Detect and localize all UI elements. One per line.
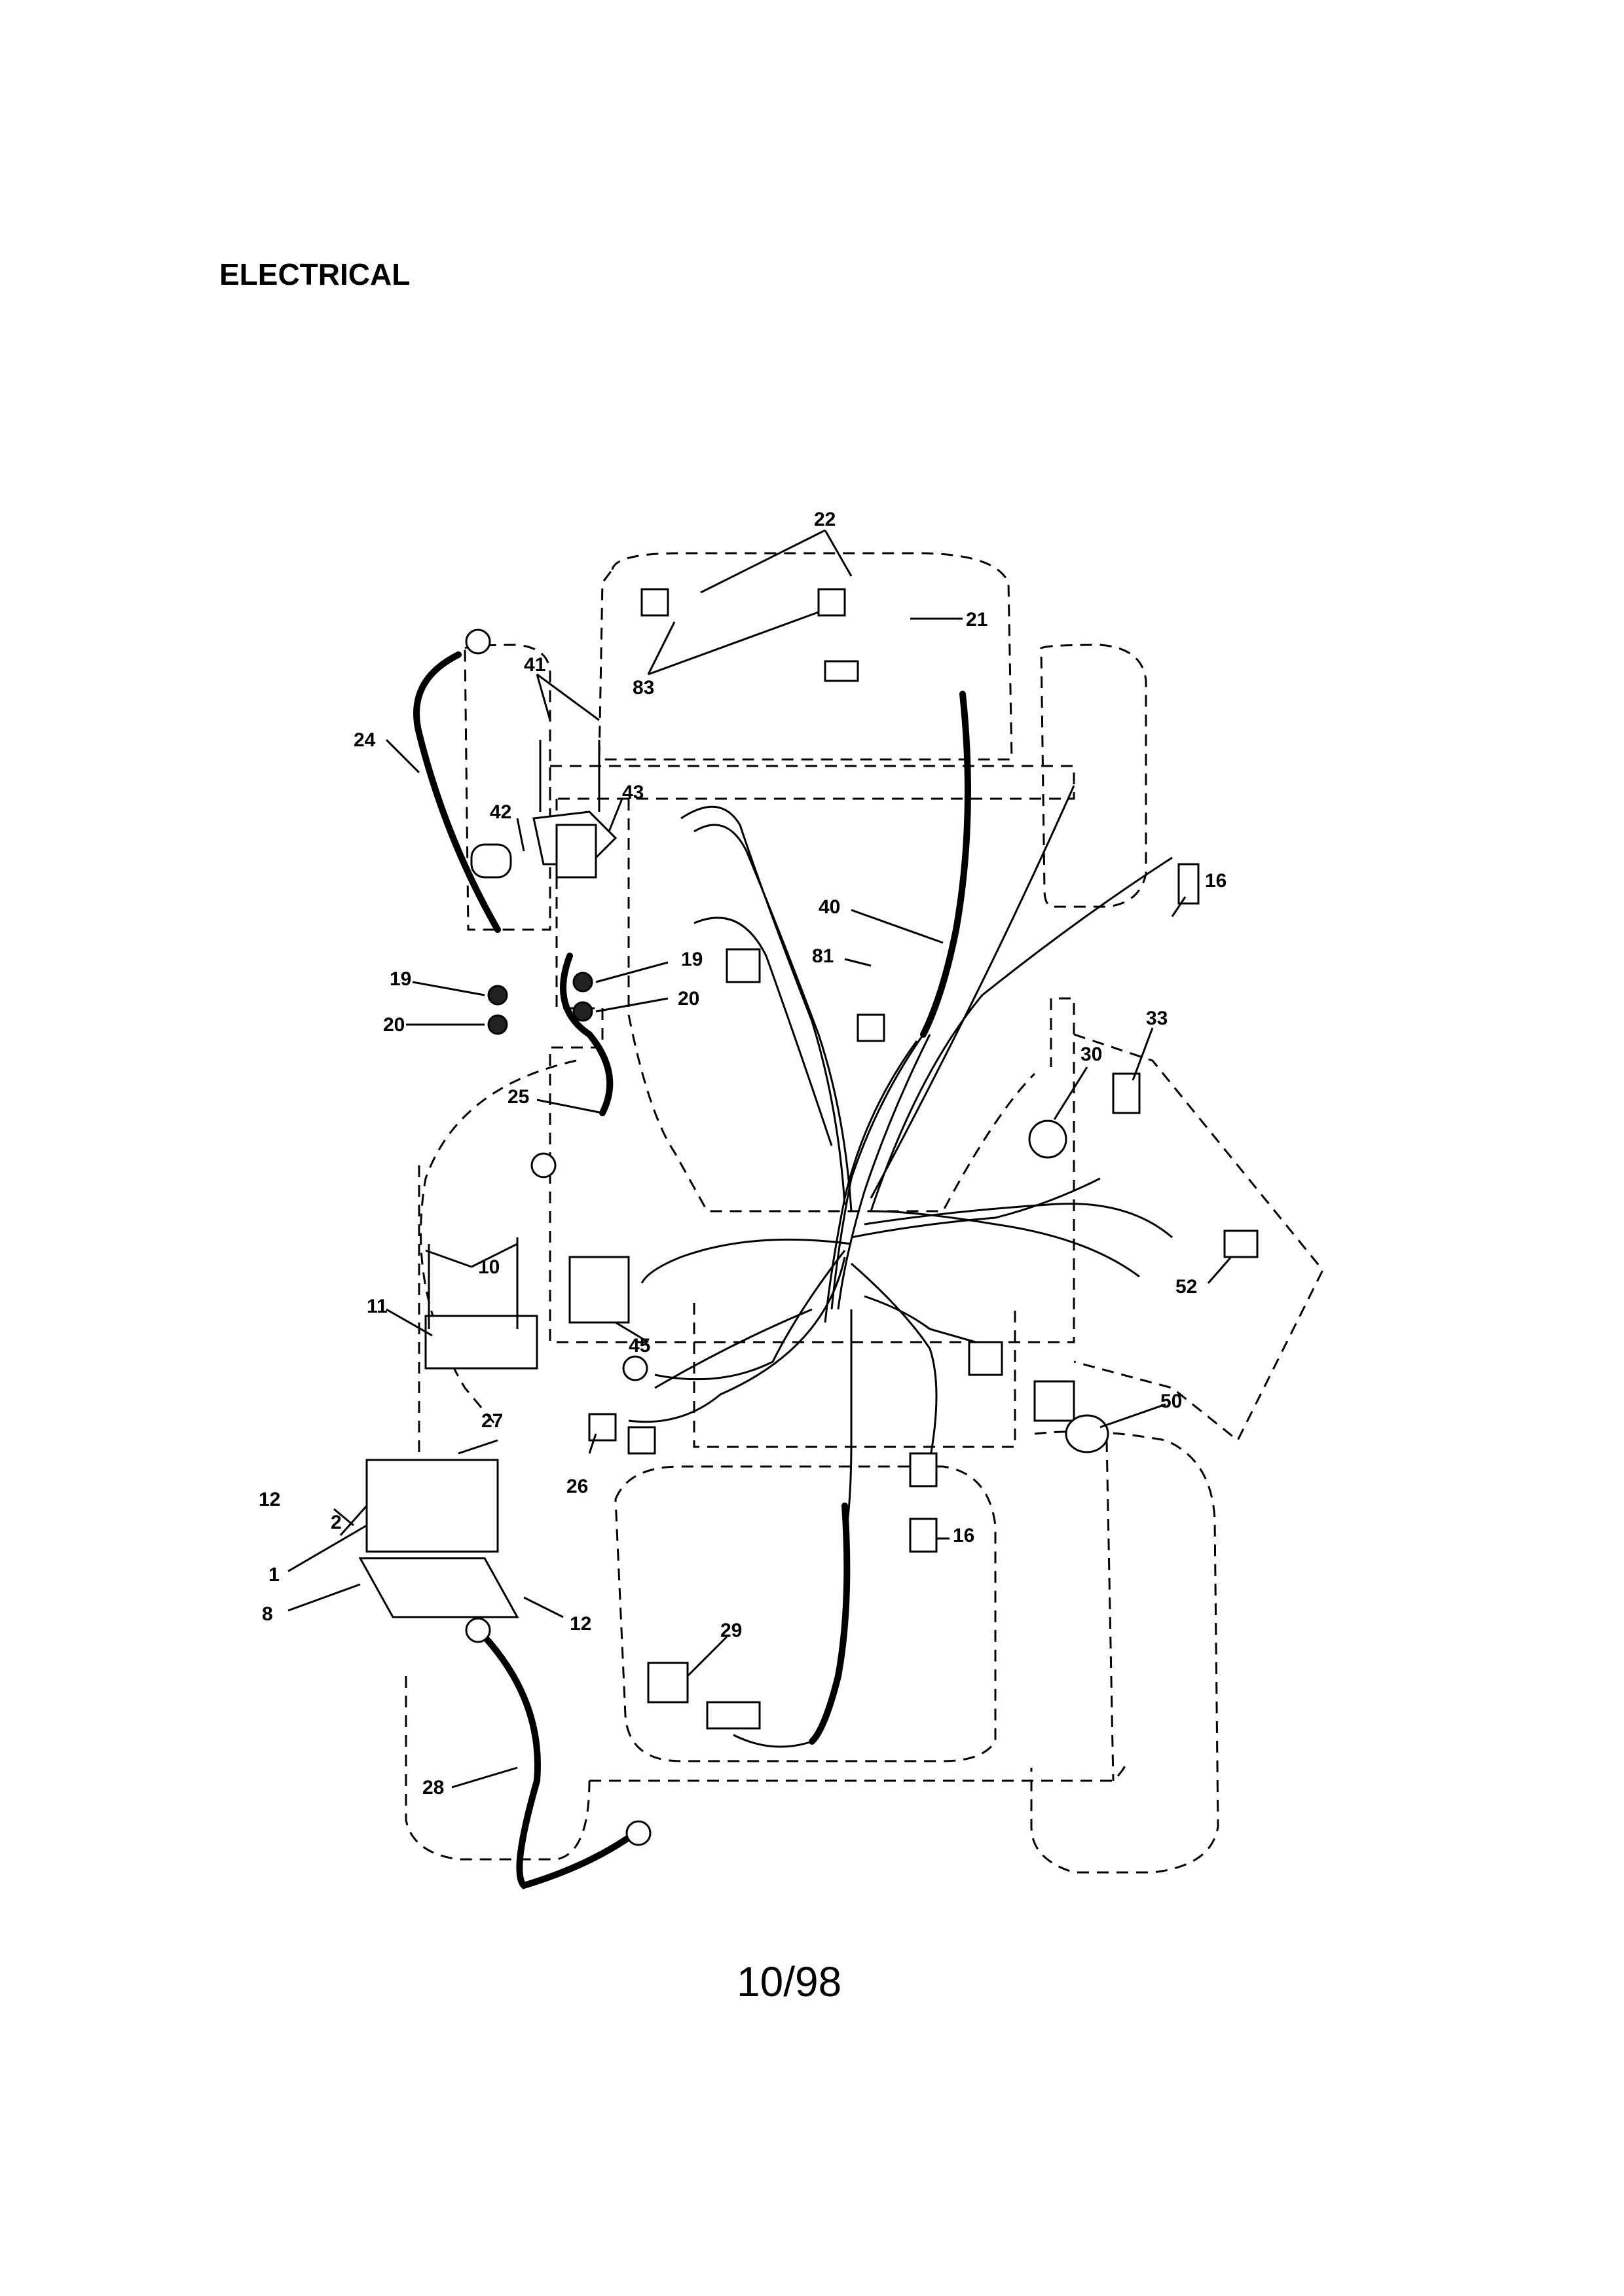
machine-outline	[405, 552, 1324, 1874]
callout-50: 50	[1160, 1391, 1182, 1412]
battery-cables	[413, 651, 638, 1889]
wiring-harness	[628, 691, 1173, 1748]
callout-10: 10	[478, 1256, 500, 1278]
washer-19	[487, 985, 508, 1006]
components	[358, 588, 1259, 1846]
callout-20-left: 20	[383, 1014, 405, 1036]
callout-2: 2	[331, 1512, 342, 1533]
callout-25: 25	[507, 1086, 529, 1108]
callout-16-upper: 16	[1205, 870, 1227, 892]
nut-20	[487, 1014, 508, 1035]
callout-81: 81	[812, 945, 834, 967]
callout-45: 45	[629, 1335, 650, 1357]
connector-16-lower	[909, 1452, 938, 1487]
callout-52: 52	[1175, 1276, 1197, 1298]
callout-8: 8	[262, 1603, 273, 1625]
callout-29: 29	[720, 1620, 742, 1641]
callout-20-right: 20	[678, 988, 699, 1010]
callout-26: 26	[566, 1476, 588, 1497]
pto-switch	[647, 1662, 689, 1704]
callout-22: 22	[814, 509, 836, 530]
choke-knob	[1065, 1414, 1109, 1453]
callout-43: 43	[622, 782, 644, 803]
solenoid	[555, 824, 597, 879]
page-title: ELECTRICAL	[219, 257, 411, 291]
connector	[857, 1013, 885, 1042]
terminal-28-bottom	[625, 1820, 652, 1846]
callout-12-right: 12	[570, 1613, 591, 1635]
callout-83: 83	[633, 677, 654, 699]
washer-19-right	[572, 972, 593, 993]
fuse	[588, 1413, 617, 1442]
seat-switch	[1112, 1072, 1141, 1114]
callout-40: 40	[819, 896, 840, 918]
pto-connector	[706, 1701, 761, 1730]
connector-block	[968, 1341, 1003, 1376]
callout-19-left: 19	[390, 968, 411, 990]
battery-tray	[358, 1557, 519, 1618]
fuse-connector	[627, 1426, 656, 1455]
callout-labels: 22 21 83 41 24 42 43 40 16 81 19 20 19 2…	[259, 509, 1227, 1798]
callout-42: 42	[490, 801, 511, 823]
solenoid-boot	[470, 843, 512, 879]
nut-20-right	[572, 1001, 593, 1022]
callout-30: 30	[1080, 1044, 1102, 1065]
ignition-switch	[1028, 1120, 1067, 1159]
page-footer-date: 10/98	[737, 1958, 842, 2005]
callout-21: 21	[966, 609, 987, 630]
headlight-socket-left	[640, 588, 669, 617]
callout-28: 28	[422, 1777, 444, 1798]
relay	[726, 948, 761, 983]
callout-12-left: 12	[259, 1489, 280, 1510]
callout-24: 24	[354, 729, 376, 751]
connector-16-upper	[1177, 863, 1200, 905]
callout-11: 11	[367, 1296, 388, 1317]
terminal-ring	[622, 1355, 648, 1381]
terminal-25	[530, 1152, 557, 1178]
callout-19-right: 19	[681, 949, 703, 970]
battery-hold-down	[424, 1315, 538, 1370]
callout-16-lower: 16	[953, 1525, 974, 1546]
light-switch	[1033, 1380, 1075, 1422]
callout-41: 41	[524, 654, 545, 676]
headlight-socket-right	[817, 588, 846, 617]
terminal-28-top	[465, 1617, 491, 1643]
connector-16	[909, 1518, 938, 1553]
callout-33: 33	[1146, 1008, 1168, 1029]
battery	[365, 1459, 499, 1553]
headlight-connector	[824, 660, 859, 682]
callout-1: 1	[268, 1564, 280, 1586]
ammeter	[568, 1256, 630, 1324]
fuse-holder	[1223, 1230, 1259, 1258]
callout-27: 27	[481, 1410, 503, 1432]
terminal-24	[465, 629, 491, 655]
leader-lines	[287, 529, 1232, 1789]
